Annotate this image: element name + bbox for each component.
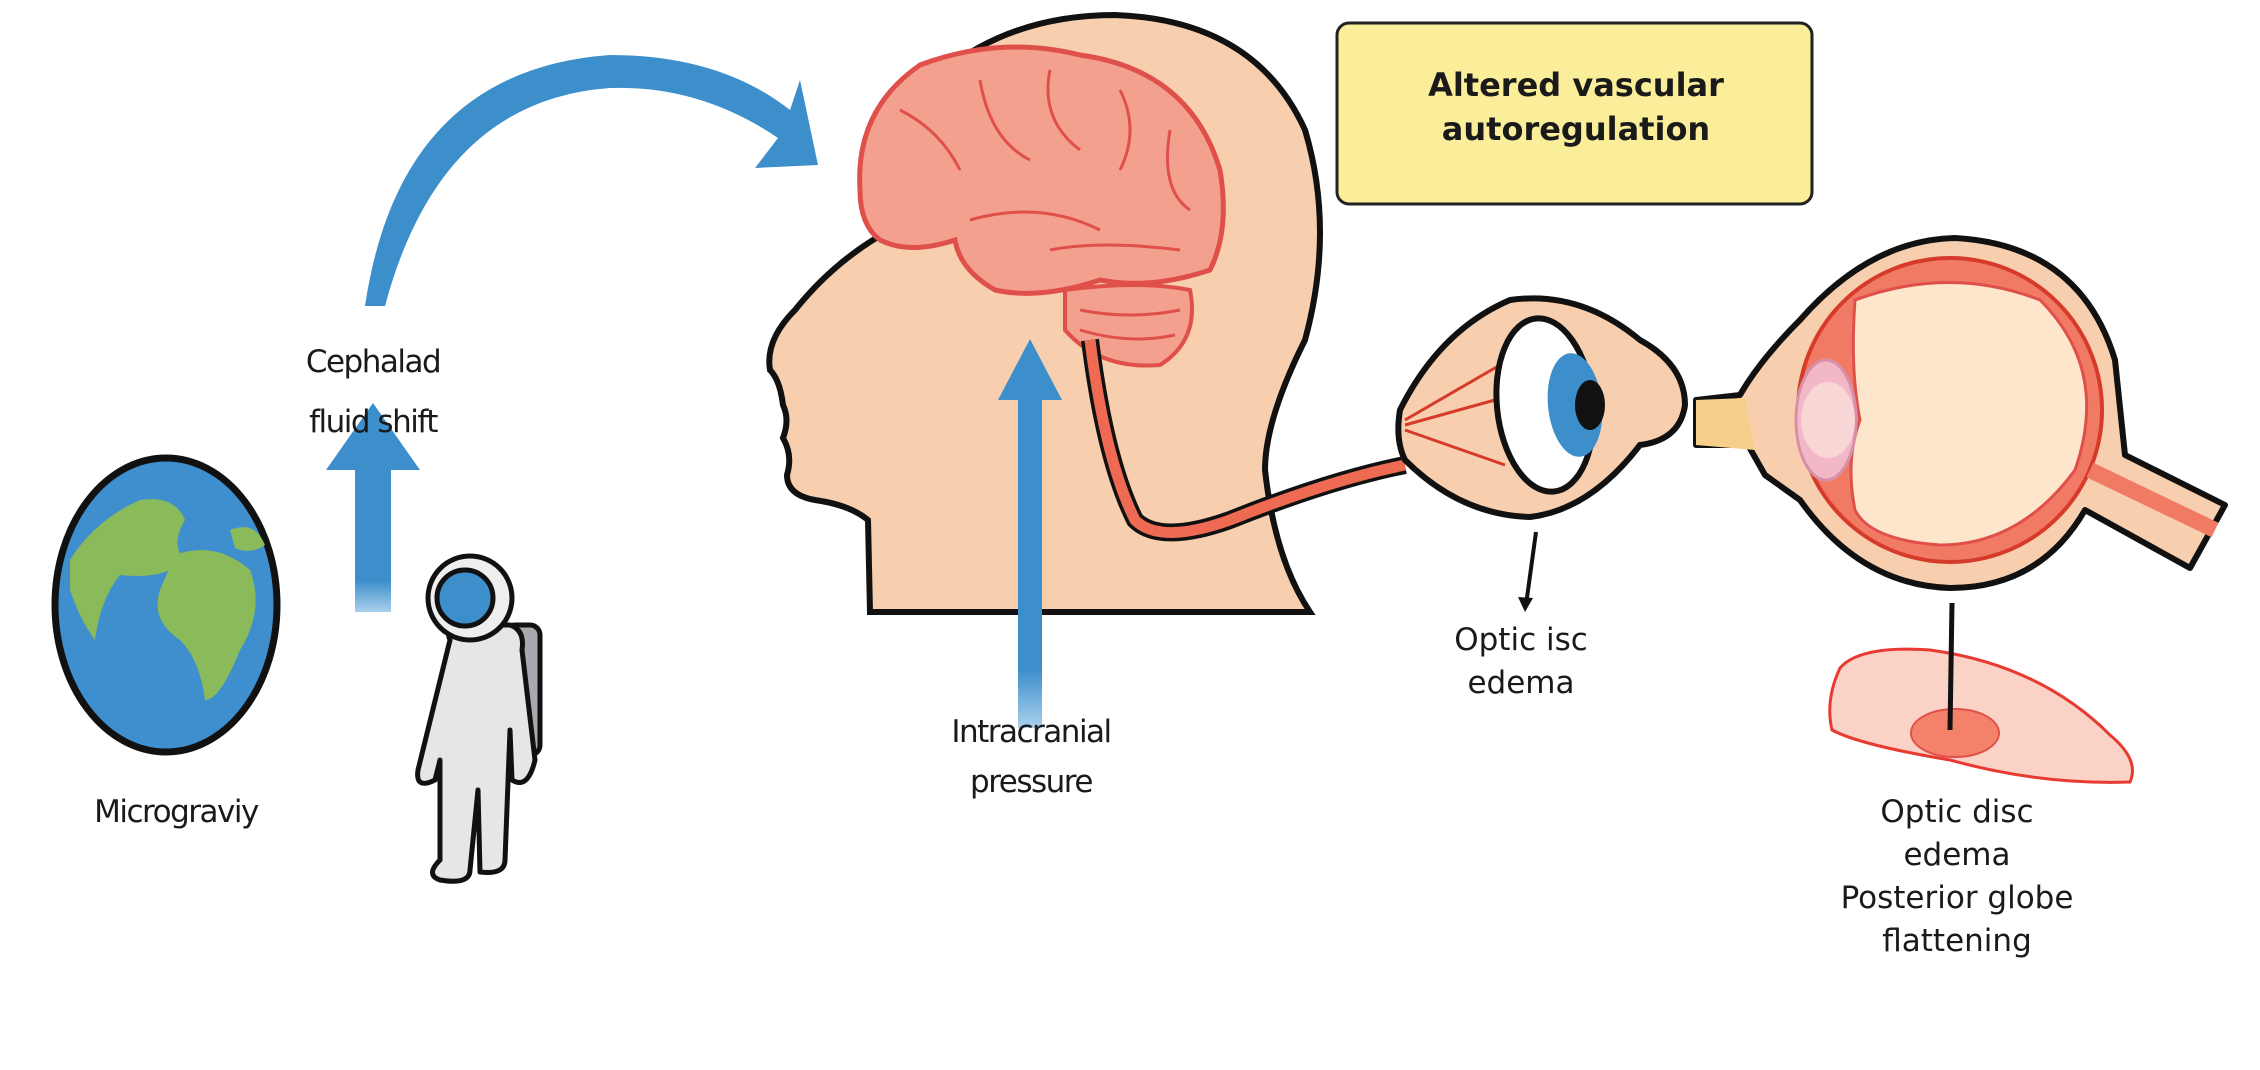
globe-label-line2: flattening — [1882, 923, 2032, 959]
head-icon — [766, 11, 1323, 615]
optic-disc-label-line2: edema — [1903, 837, 2010, 873]
earth-icon — [51, 454, 281, 756]
up-arrow-icon — [326, 403, 420, 612]
curved-arrow-icon — [365, 55, 818, 306]
optic-isc-label-line2: edema — [1467, 665, 1574, 701]
callout-box: Altered vascular autoregulation — [1335, 21, 1814, 206]
globe-label-line1: Posterior globe — [1841, 880, 2074, 916]
cephalad-label-line2: fluid shift — [309, 404, 438, 440]
small-eye-pointer-arrow — [1524, 531, 1538, 606]
optic-isc-label-line1: Optic isc — [1454, 622, 1588, 658]
arrowhead-icon — [1518, 597, 1533, 612]
optic-nerve-inner — [1084, 339, 1407, 538]
icp-label-line2: pressure — [970, 764, 1092, 800]
eye-side-icon — [1395, 295, 1689, 521]
microgravity-label: Micrograviy — [94, 794, 259, 830]
eye-cross-section-icon — [1693, 235, 2228, 591]
globe-pointer-line — [1947, 602, 1955, 731]
optic-disc-icon — [1828, 647, 2134, 784]
astronaut-icon — [415, 553, 543, 884]
optic-disc-label-line1: Optic disc — [1880, 794, 2033, 830]
callout-line1: Altered vascular — [1428, 66, 1724, 104]
icp-label-line1: Intracranial — [951, 714, 1110, 750]
callout-line2: autoregulation — [1442, 110, 1710, 148]
icp-arrow-icon — [998, 339, 1062, 728]
cephalad-label-line1: Cephalad — [306, 344, 440, 380]
